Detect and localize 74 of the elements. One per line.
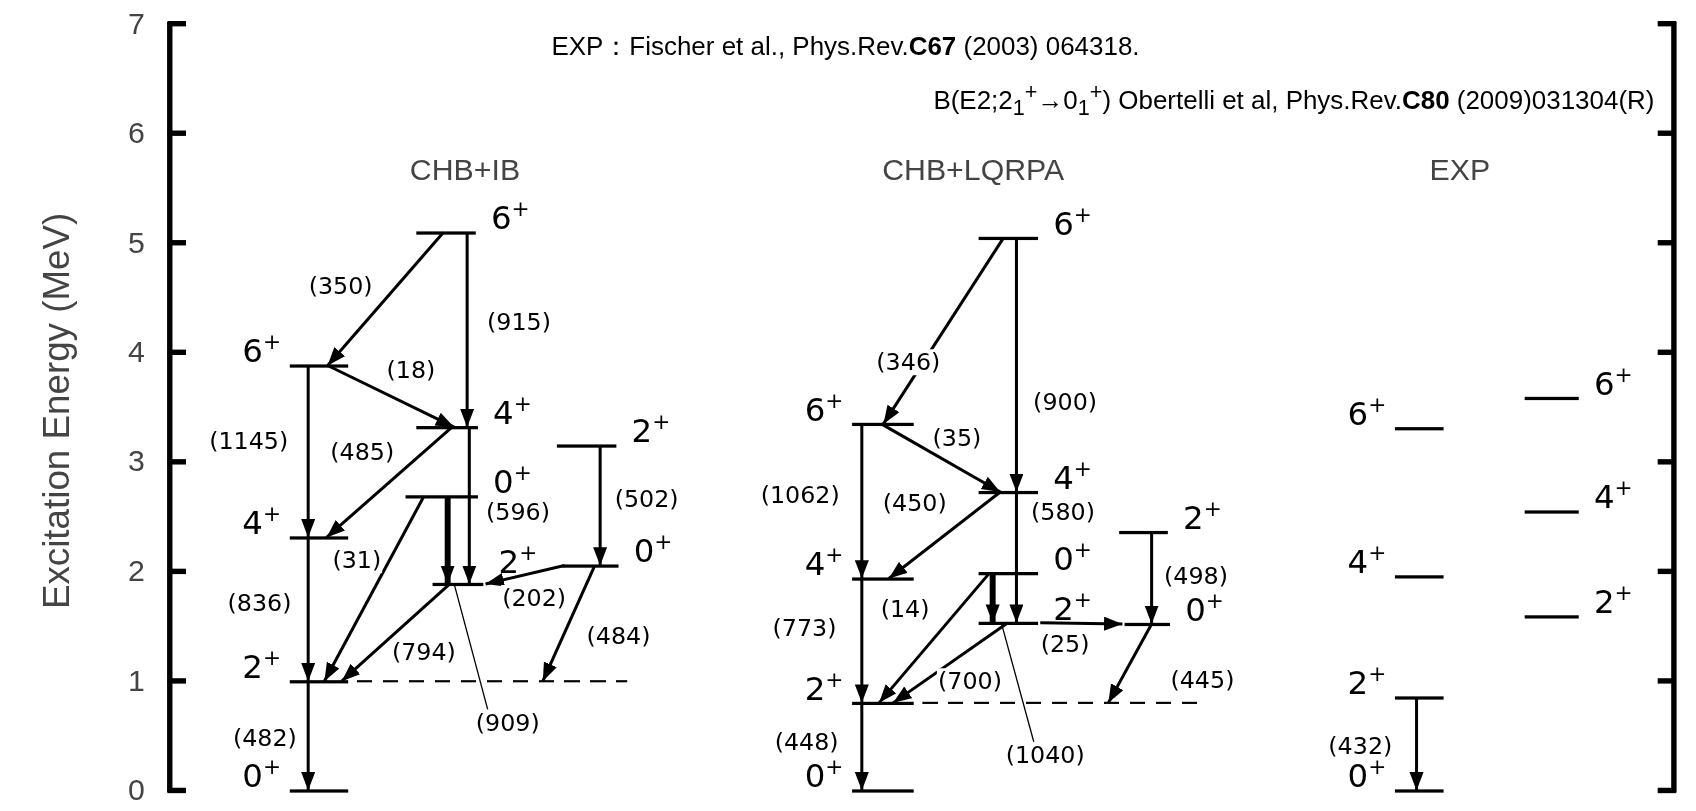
tick-label: 3 bbox=[128, 443, 145, 481]
spin-label: 2$^{+}$ bbox=[242, 650, 282, 684]
tick-label: 7 bbox=[128, 5, 145, 42]
edge-label: (448) bbox=[773, 729, 840, 756]
tick-label: 6 bbox=[128, 114, 145, 152]
transition-arrow bbox=[301, 537, 316, 682]
spin-label: 2$^{+}$ bbox=[1183, 501, 1222, 535]
axis-title: Excitation Energy (MeV) bbox=[34, 212, 78, 610]
spin-label: 2$^{+}$ bbox=[804, 672, 844, 706]
spin-label: 2$^{+}$ bbox=[631, 415, 671, 448]
transition-arrow bbox=[1009, 492, 1024, 623]
transition-label: (1040) bbox=[1005, 741, 1085, 770]
edge-label: (450) bbox=[881, 490, 948, 517]
spin-label: 0$^{+}$ bbox=[1185, 593, 1224, 627]
tick-label: 4 bbox=[128, 334, 145, 371]
spin-label: 4$^{+}$ bbox=[804, 548, 844, 581]
spin-label: 0$^{+}$ bbox=[242, 760, 282, 793]
reference-note: EXP：Fischer et al., Phys.Rev.C67 (2003) 064318. bbox=[551, 30, 1140, 63]
spin-label: 4$^{+}$ bbox=[242, 507, 282, 540]
edge-label: (346) bbox=[875, 349, 942, 376]
transition-label: (909) bbox=[475, 709, 540, 738]
transition-arrow bbox=[854, 578, 869, 703]
transition-arrow bbox=[440, 496, 455, 584]
edge-label: (31) bbox=[331, 547, 383, 574]
edge-label: (773) bbox=[771, 615, 838, 642]
transition-arrow bbox=[985, 573, 1000, 623]
edge-label: (836) bbox=[226, 590, 293, 617]
tick-label: 0 bbox=[128, 772, 145, 809]
edge-label: (432) bbox=[1327, 733, 1394, 760]
spin-label: 6$^{+}$ bbox=[490, 202, 530, 235]
spin-label: 2$^{+}$ bbox=[1347, 667, 1387, 700]
column-heading: CHB+LQRPA bbox=[882, 151, 1065, 188]
edge-label: (1062) bbox=[759, 482, 841, 509]
edge-label: (484) bbox=[585, 623, 652, 650]
spin-label: 2$^{+}$ bbox=[1053, 592, 1092, 625]
tick-label: 2 bbox=[128, 553, 145, 590]
spin-label: 0$^{+}$ bbox=[633, 535, 673, 568]
spin-label: 0$^{+}$ bbox=[493, 466, 532, 499]
transition-arrow bbox=[301, 681, 316, 791]
edge-label: (1145) bbox=[208, 428, 290, 455]
edge-label: (25) bbox=[1039, 631, 1091, 658]
spin-label: 6$^{+}$ bbox=[1053, 207, 1092, 241]
edge-label: (14) bbox=[879, 596, 931, 623]
transition-arrow bbox=[593, 445, 608, 566]
tick-label: 1 bbox=[128, 662, 145, 700]
edge-label: (350) bbox=[307, 273, 374, 300]
column-heading: CHB+IB bbox=[409, 151, 521, 188]
column-heading: EXP bbox=[1429, 151, 1491, 188]
tick-label: 5 bbox=[128, 224, 145, 261]
edge-label: (485) bbox=[329, 439, 396, 465]
transition-arrow bbox=[485, 564, 565, 587]
edge-label: (502) bbox=[613, 486, 680, 513]
spin-label: 2$^{+}$ bbox=[498, 546, 538, 579]
spin-label: 0$^{+}$ bbox=[1347, 760, 1387, 793]
spin-label: 4$^{+}$ bbox=[493, 396, 532, 430]
spin-label: 4$^{+}$ bbox=[1593, 481, 1633, 514]
spin-label: 6$^{+}$ bbox=[1593, 367, 1633, 401]
spin-label: 0$^{+}$ bbox=[804, 760, 844, 793]
transition-arrow bbox=[1040, 616, 1123, 631]
transition-arrow bbox=[462, 427, 477, 584]
transition-arrow bbox=[1144, 532, 1159, 624]
edge-label: (445) bbox=[1169, 667, 1236, 694]
transition-arrow bbox=[460, 232, 475, 428]
transition-arrow bbox=[1409, 697, 1424, 791]
spin-label: 0$^{+}$ bbox=[1053, 542, 1092, 576]
spin-label: 6$^{+}$ bbox=[242, 335, 282, 368]
reference-note: B(E2;2$_{1}$$^{+}$→0$_{1}$$^{+}$) Obertelli et al, Phys.Rev.C80 (2009)031304(R) bbox=[933, 79, 1655, 122]
edge-label: (18) bbox=[385, 357, 437, 384]
spin-label: 4$^{+}$ bbox=[1053, 461, 1092, 495]
spin-label: 6$^{+}$ bbox=[804, 393, 844, 427]
transition-arrow bbox=[301, 365, 316, 538]
spin-label: 6$^{+}$ bbox=[1347, 397, 1387, 431]
spin-label: 2$^{+}$ bbox=[1593, 586, 1633, 619]
spin-label: 4$^{+}$ bbox=[1347, 546, 1387, 579]
